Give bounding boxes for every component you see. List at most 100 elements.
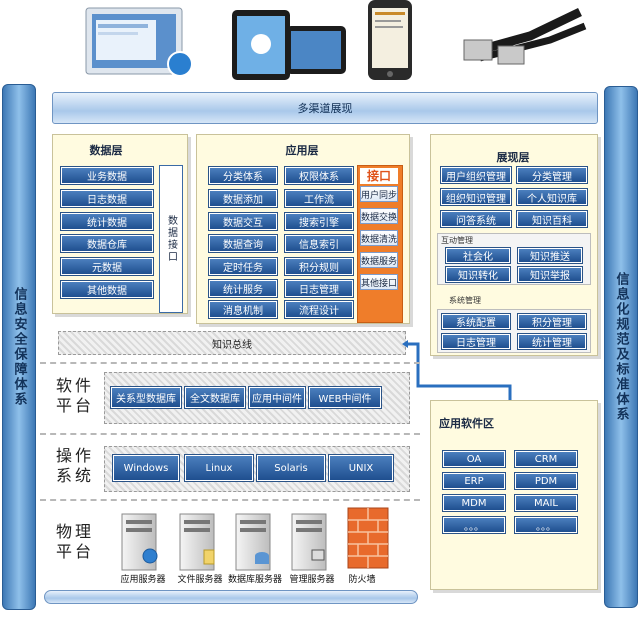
app-layer-panel: 应用层 分类体系 数据添加 数据交互 数据查询 定时任务 统计服务 消息机制 权… bbox=[196, 134, 410, 324]
interface-item: 数据服务 bbox=[360, 252, 398, 268]
server-icon bbox=[291, 513, 327, 571]
app-item: 分类体系 bbox=[208, 166, 278, 185]
os-item: Solaris bbox=[256, 454, 326, 482]
bottom-bar bbox=[44, 590, 418, 604]
software-item: WEB中间件 bbox=[308, 386, 382, 409]
separator bbox=[40, 362, 420, 364]
interface-item: 其他接口 bbox=[360, 274, 398, 290]
interaction-title: 互动管理 bbox=[441, 236, 473, 245]
software-platform-row: 关系型数据库 全文数据库 应用中间件 WEB中间件 bbox=[104, 372, 410, 424]
knowledge-bus-label: 知识总线 bbox=[212, 339, 252, 351]
app-item: 定时任务 bbox=[208, 257, 278, 276]
left-pillar: 信息安全保障体系 bbox=[2, 84, 36, 610]
app-item: 搜索引擎 bbox=[284, 212, 354, 231]
system-title: 系统管理 bbox=[449, 296, 481, 305]
software-platform-label: 软件平台 bbox=[56, 376, 95, 415]
app-item: 数据交互 bbox=[208, 212, 278, 231]
present-item: 组织知识管理 bbox=[440, 188, 512, 206]
software-item: 关系型数据库 bbox=[110, 386, 182, 409]
interact-item: 知识举报 bbox=[517, 266, 583, 283]
os-item: Windows bbox=[112, 454, 180, 482]
tablet-icon bbox=[232, 10, 346, 80]
separator bbox=[40, 433, 420, 435]
multi-channel-label: 多渠道展现 bbox=[297, 102, 353, 115]
software-zone-item: ERP bbox=[442, 472, 506, 490]
app-item: 数据添加 bbox=[208, 189, 278, 208]
presentation-layer-title: 展现层 bbox=[496, 151, 530, 164]
data-item: 其他数据 bbox=[60, 280, 154, 299]
os-item: UNIX bbox=[328, 454, 394, 482]
data-item: 元数据 bbox=[60, 257, 154, 276]
present-item: 个人知识库 bbox=[516, 188, 588, 206]
right-pillar: 信息化规范及标准体系 bbox=[604, 86, 638, 608]
monitor-icon bbox=[85, 7, 193, 77]
usb-cable-icon bbox=[463, 7, 587, 65]
server-label: 管理服务器 bbox=[289, 575, 335, 585]
system-item: 日志管理 bbox=[441, 333, 511, 350]
os-label: 操作系统 bbox=[56, 446, 95, 485]
interface-item: 数据交换 bbox=[360, 208, 398, 224]
knowledge-bus: 知识总线 bbox=[58, 331, 406, 355]
bus-connector bbox=[402, 340, 512, 412]
server-label: 应用服务器 bbox=[120, 575, 166, 585]
present-item: 问答系统 bbox=[440, 210, 512, 228]
app-layer-title: 应用层 bbox=[285, 144, 319, 157]
data-layer-title: 数据层 bbox=[89, 144, 123, 157]
present-item: 用户组织管理 bbox=[440, 166, 512, 184]
software-zone-item: OA bbox=[442, 450, 506, 468]
app-software-panel: 应用软件区 OA CRM ERP PDM MDM MAIL 。。。 。。。 bbox=[430, 400, 598, 590]
interface-box: 接口 用户同步 数据交换 数据清洗 数据服务 其他接口 bbox=[357, 165, 403, 323]
interact-item: 社会化 bbox=[445, 247, 511, 264]
interact-item: 知识转化 bbox=[445, 266, 511, 283]
physical-platform-label: 物理平台 bbox=[56, 522, 95, 561]
software-zone-item: MDM bbox=[442, 494, 506, 512]
data-interface-box: 数据接口 bbox=[159, 165, 183, 313]
data-interface-label: 数据接口 bbox=[165, 215, 177, 263]
phone-icon bbox=[368, 0, 412, 80]
data-item: 日志数据 bbox=[60, 189, 154, 208]
software-zone-item: PDM bbox=[514, 472, 578, 490]
device-images bbox=[80, 0, 600, 82]
app-item: 数据查询 bbox=[208, 234, 278, 253]
firewall-label: 防火墙 bbox=[348, 575, 376, 585]
app-item: 流程设计 bbox=[284, 300, 354, 319]
separator bbox=[40, 499, 420, 501]
server-icon bbox=[179, 513, 215, 571]
software-zone-item: MAIL bbox=[514, 494, 578, 512]
software-zone-item: 。。。 bbox=[514, 516, 578, 534]
data-item: 业务数据 bbox=[60, 166, 154, 185]
app-item: 积分规则 bbox=[284, 257, 354, 276]
software-zone-item: 。。。 bbox=[442, 516, 506, 534]
app-item: 权限体系 bbox=[284, 166, 354, 185]
app-item: 工作流 bbox=[284, 189, 354, 208]
data-layer-panel: 数据层 业务数据 日志数据 统计数据 数据仓库 元数据 其他数据 数据接口 bbox=[52, 134, 188, 314]
multi-channel-bar: 多渠道展现 bbox=[52, 92, 598, 124]
interact-item: 知识推送 bbox=[517, 247, 583, 264]
system-group: 系统配置 积分管理 日志管理 统计管理 bbox=[437, 309, 591, 353]
present-item: 分类管理 bbox=[516, 166, 588, 184]
server-label: 数据库服务器 bbox=[227, 575, 282, 585]
server-icons bbox=[121, 507, 389, 571]
interaction-group: 互动管理 社会化 知识推送 知识转化 知识举报 bbox=[437, 233, 591, 285]
firewall-icon bbox=[347, 507, 389, 569]
app-item: 统计服务 bbox=[208, 279, 278, 298]
system-item: 统计管理 bbox=[517, 333, 587, 350]
interface-item: 数据清洗 bbox=[360, 230, 398, 246]
server-icon bbox=[121, 513, 158, 571]
server-icon bbox=[235, 513, 271, 571]
system-item: 系统配置 bbox=[441, 313, 511, 330]
app-item: 信息索引 bbox=[284, 234, 354, 253]
os-row: Windows Linux Solaris UNIX bbox=[104, 446, 410, 492]
data-item: 统计数据 bbox=[60, 212, 154, 231]
right-pillar-label: 信息化规范及标准体系 bbox=[613, 272, 629, 422]
present-item: 知识百科 bbox=[516, 210, 588, 228]
app-item: 消息机制 bbox=[208, 300, 278, 319]
app-software-title: 应用软件区 bbox=[439, 417, 494, 430]
software-item: 应用中间件 bbox=[248, 386, 306, 409]
app-item: 日志管理 bbox=[284, 279, 354, 298]
presentation-layer-panel: 展现层 用户组织管理 分类管理 组织知识管理 个人知识库 问答系统 知识百科 互… bbox=[430, 134, 598, 356]
os-item: Linux bbox=[184, 454, 254, 482]
interface-item: 用户同步 bbox=[360, 186, 398, 202]
system-item: 积分管理 bbox=[517, 313, 587, 330]
server-label: 文件服务器 bbox=[177, 575, 223, 585]
